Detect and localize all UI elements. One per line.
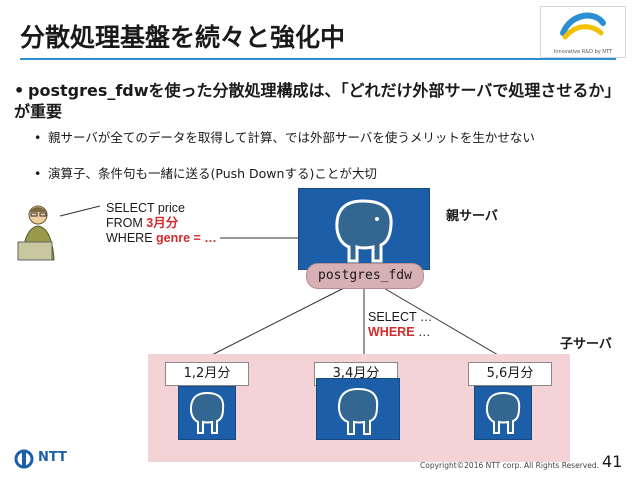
- bullet-sub-2-text: 演算子、条件句も一緒に送る(Push Downする)ことが大切: [48, 166, 377, 181]
- postgresql-elephant-icon: [335, 199, 393, 263]
- child-1-label: 1,2月分: [165, 362, 249, 386]
- parent-server-label: 親サーバ: [446, 209, 498, 224]
- child-server-1: [178, 386, 236, 440]
- parent-server: [298, 188, 430, 270]
- copyright-text: Copyright©2016 NTT corp. All Rights Rese…: [420, 461, 599, 470]
- ntt-footer-text: NTT: [38, 450, 67, 465]
- ntt-footer-logo: NTT: [14, 448, 84, 470]
- title-divider: [20, 58, 616, 60]
- pushdown-line-1: SELECT …: [368, 310, 433, 324]
- child-3-label: 5,6月分: [468, 362, 552, 386]
- slide-title: 分散処理基盤を続々と強化中: [20, 23, 346, 52]
- bullet-sub-1-text: 親サーバが全てのデータを取得して計算、では外部サーバを使うメリットを生かせない: [48, 130, 535, 145]
- pushdown-query: SELECT … WHERE …: [368, 310, 432, 340]
- page-number: 41: [602, 452, 623, 471]
- child-server-label: 子サーバ: [560, 337, 612, 352]
- postgresql-elephant-icon: [337, 387, 379, 435]
- pushdown-line-2: WHERE …: [368, 325, 431, 339]
- child-server-2: [316, 378, 400, 440]
- bullet-sub-2: •演算子、条件句も一緒に送る(Push Downする)ことが大切: [34, 166, 377, 181]
- postgres-fdw-label: postgres_fdw: [306, 263, 424, 289]
- query-line-2: FROM 3月分: [106, 216, 179, 230]
- query-condition-highlight: genre = …: [156, 231, 217, 245]
- query-partition-highlight: 3月分: [146, 216, 179, 230]
- child-server-3: [474, 386, 532, 440]
- pushdown-where-highlight: WHERE: [368, 325, 415, 339]
- ntt-mark-icon: [14, 449, 34, 469]
- user-query: SELECT price FROM 3月分 WHERE genre = …: [106, 201, 217, 246]
- bullet-sub-1: •親サーバが全てのデータを取得して計算、では外部サーバを使うメリットを生かせない: [34, 130, 535, 145]
- postgresql-elephant-icon: [485, 391, 521, 434]
- logo-caption: Innovative R&D by NTT: [553, 49, 613, 55]
- user-person-icon: [17, 205, 55, 261]
- bullet-main-text: postgres_fdwを使った分散処理構成は、「どれだけ外部サーバで処理させる…: [14, 81, 621, 121]
- bullet-main: •postgres_fdwを使った分散処理構成は、「どれだけ外部サーバで処理させ…: [14, 81, 621, 121]
- postgresql-elephant-icon: [189, 391, 225, 434]
- query-line-3: WHERE genre = …: [106, 231, 217, 245]
- ntt-rd-logo: Innovative R&D by NTT: [540, 6, 626, 58]
- query-line-1: SELECT price: [106, 201, 185, 215]
- swirl-logo-icon: [560, 12, 606, 40]
